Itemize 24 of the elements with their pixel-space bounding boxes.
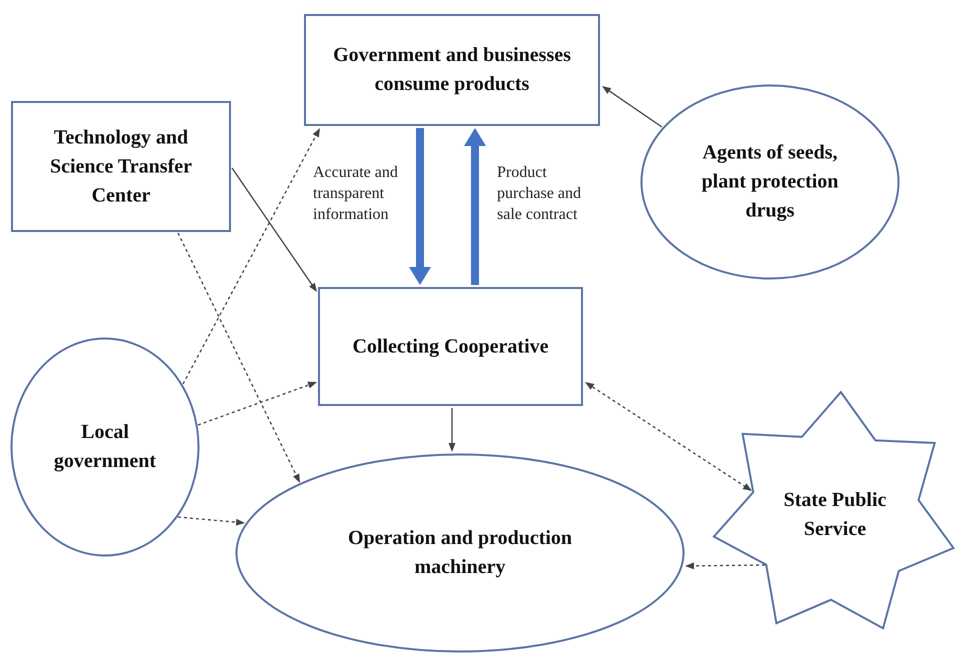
arrow	[685, 562, 765, 570]
arrow	[177, 232, 300, 483]
ellipse-node	[10, 337, 200, 557]
arrow	[602, 86, 662, 128]
node-label: Operation and production machinery	[346, 526, 574, 580]
process-box	[11, 101, 231, 232]
arrow	[231, 168, 317, 292]
node-label: Government and businesses consume products	[332, 43, 572, 97]
node-label: Local government	[52, 420, 158, 474]
process-box	[318, 287, 583, 406]
block-arrow	[409, 128, 431, 285]
node-label: State Public Service	[782, 488, 888, 542]
block-arrow	[464, 128, 486, 285]
ellipse-node	[640, 84, 900, 280]
ellipse-node	[235, 453, 685, 653]
node-label: Collecting Cooperative	[352, 334, 549, 359]
arrow	[182, 128, 320, 384]
node-label: Agents of seeds, plant protection drugs	[700, 140, 840, 224]
arrow	[198, 382, 317, 426]
arrow	[448, 408, 456, 452]
process-box	[304, 14, 600, 126]
arrow	[178, 516, 245, 526]
arrow	[585, 382, 752, 491]
node-label: Technology and Science Transfer Center	[48, 125, 193, 208]
